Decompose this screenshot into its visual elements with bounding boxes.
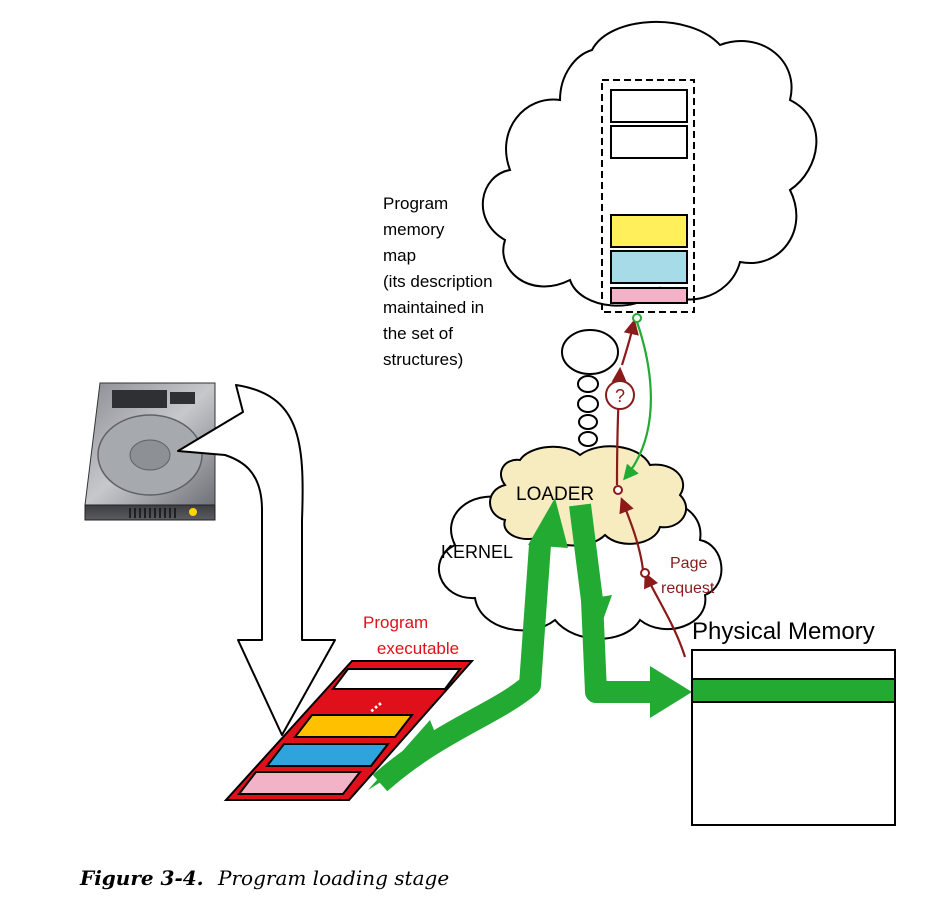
memory-region-empty-2	[610, 125, 688, 159]
disk-to-executable-arrow	[177, 384, 336, 736]
kernel-label: KERNEL	[441, 542, 513, 562]
program-executable: ...	[223, 660, 475, 801]
memory-map-line: map	[383, 246, 416, 265]
question-mark: ?	[615, 386, 625, 406]
page-request-line: Page	[670, 555, 707, 572]
physical-memory-loaded-page	[691, 678, 896, 703]
thought-bubbles	[561, 329, 619, 447]
figure-caption: Figure 3-4. Program loading stage	[79, 866, 449, 890]
exe-section-pink	[236, 771, 363, 795]
program-executable-label: Program executable	[363, 613, 459, 658]
physical-memory-title: Physical Memory	[692, 618, 875, 645]
memory-map-frame	[601, 79, 695, 313]
memory-map-line: maintained in	[383, 298, 484, 317]
memory-map-line: memory	[383, 220, 445, 239]
hard-disk-icon	[84, 382, 216, 521]
exe-section-blue	[264, 743, 391, 767]
page-request-node	[640, 568, 650, 578]
loader-to-physical-memory-arrow	[569, 503, 692, 718]
physical-memory-box	[691, 649, 896, 826]
memory-map-description: Program memory map (its description main…	[383, 194, 497, 369]
loader-request-node	[613, 485, 623, 495]
exe-section-empty	[331, 668, 462, 690]
page-request-label: Page request	[661, 555, 715, 597]
memory-region-pink	[610, 287, 688, 304]
loader-label: LOADER	[516, 484, 594, 505]
exe-section-yellow	[292, 714, 415, 738]
program-executable-line: executable	[377, 639, 459, 658]
memory-map-line: (its description	[383, 272, 493, 291]
memory-map-line: Program	[383, 194, 448, 213]
memory-region-empty-1	[610, 89, 688, 123]
program-executable-line: Program	[363, 613, 428, 632]
memory-region-blue	[610, 250, 688, 284]
page-request-line: request	[661, 580, 715, 597]
question-marker	[605, 380, 635, 410]
memory-map-line: structures)	[383, 350, 463, 369]
executable-to-loader-arrow	[368, 498, 568, 792]
map-to-loader-arrow	[623, 313, 652, 481]
figure-title: Program loading stage	[217, 866, 449, 890]
memory-region-yellow	[610, 214, 688, 248]
memory-map-line: the set of	[383, 324, 453, 343]
figure-number: Figure 3-4.	[79, 866, 204, 890]
